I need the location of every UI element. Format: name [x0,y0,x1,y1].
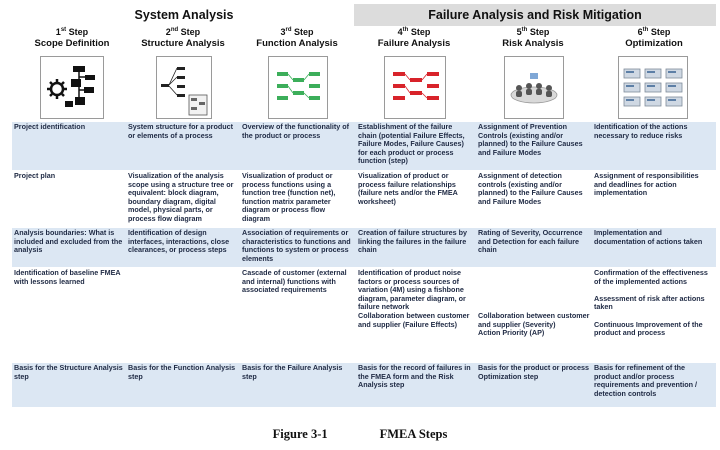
step-2-header: 2nd Step Structure Analysis [141,27,225,49]
row-5-cell-1: Basis for the Structure Analysis step [14,363,123,381]
row-3-cell-5: Rating of Severity, Occurrence and Detec… [478,228,583,255]
row-3-cell-3: Association of requirements or character… [242,228,351,263]
row-2-cell-3: Visualization of product or process func… [242,171,336,223]
figure-title: FMEA Steps [379,427,448,441]
scope-definition-icon [40,56,104,119]
step-6-header: 6th Step Optimization [625,27,683,49]
optimization-table-icon [618,56,688,119]
row-4-cell-5: Collaboration between customer and suppl… [478,310,590,338]
row-4-cell-3: Cascade of customer (external and intern… [242,268,347,295]
step-5-header: 5th Step Risk Analysis [502,27,564,49]
band-label-left: System Analysis [134,8,234,22]
row-2-cell-2: Visualization of the analysis scope usin… [128,171,234,223]
table-row: Analysis boundaries: What is included an… [12,228,716,267]
function-net-icon [268,56,328,119]
row-3-cell-4: Creation of failure structures by linkin… [358,228,468,255]
row-5-cell-6: Basis for refinement of the product and/… [594,363,698,398]
row-4-cell-1: Identification of baseline FMEA with les… [14,268,121,286]
row-2-cell-4: Visualization of product or process fail… [358,171,458,206]
structure-tree-icon [156,56,212,119]
row-5-cell-5: Basis for the product or process Optimiz… [478,363,590,381]
row-1-cell-3: Overview of the functionality of the pro… [242,122,350,140]
figure-number: Figure 3-1 [272,427,328,441]
row-1-cell-4: Establishment of the failure chain (pote… [358,122,465,166]
risk-group-icon [504,56,564,119]
figure-caption: Figure 3-1 FMEA Steps [0,427,720,442]
row-2-cell-5: Assignment of detection controls (existi… [478,171,583,206]
row-1-cell-2: System structure for a product or elemen… [128,122,234,140]
table-row: Identification of baseline FMEA with les… [12,268,716,362]
row-4-cell-4: Identification of product noise factors … [358,268,470,329]
row-5-cell-2: Basis for the Function Analysis step [128,363,236,381]
table-row: Basis for the Structure Analysis step Ba… [12,363,716,407]
row-5-cell-3: Basis for the Failure Analysis step [242,363,343,381]
row-4-cell-6: Confirmation of the effectiveness of the… [594,268,708,338]
failure-net-icon [384,56,446,119]
step-1-header: 1st Step Scope Definition [34,27,110,49]
band-label-right: Failure Analysis and Risk Mitigation [428,8,642,22]
row-2-cell-1: Project plan [14,171,56,180]
row-1-cell-5: Assignment of Prevention Controls (exist… [478,122,583,157]
failure-analysis-band: Failure Analysis and Risk Mitigation [354,4,716,26]
step-3-header: 3rd Step Function Analysis [256,27,338,49]
row-1-cell-6: Identification of the actions necessary … [594,122,688,140]
system-analysis-band: System Analysis [18,4,350,26]
row-2-cell-6: Assignment of responsibilities and deadl… [594,171,699,198]
row-1-cell-1: Project identification [14,122,86,131]
row-3-cell-2: Identification of design interfaces, int… [128,228,230,255]
table-row: Project plan Visualization of the analys… [12,171,716,227]
row-3-cell-6: Implementation and documentation of acti… [594,228,703,246]
step-4-header: 4th Step Failure Analysis [377,27,451,49]
row-5-cell-4: Basis for the record of failures in the … [358,363,471,390]
table-row: Project identification System structure … [12,122,716,170]
row-3-cell-1: Analysis boundaries: What is included an… [14,228,123,255]
